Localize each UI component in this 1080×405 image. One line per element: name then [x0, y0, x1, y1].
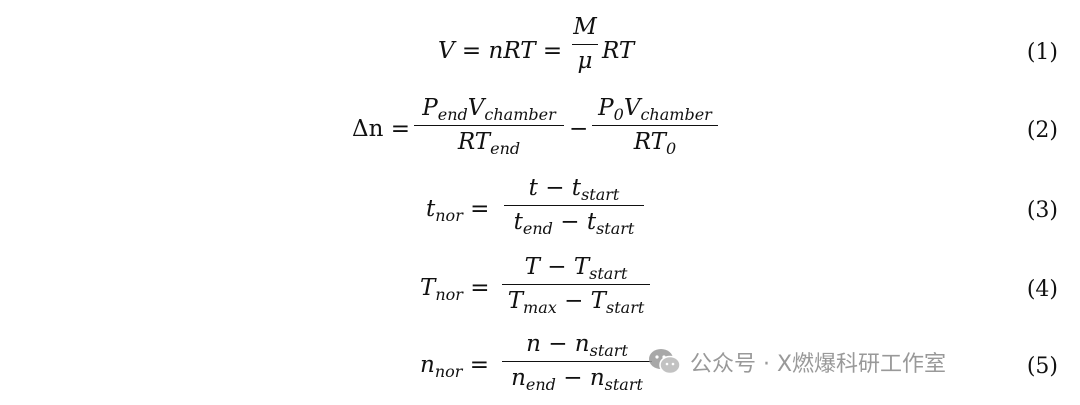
eq1-rhs: RT	[602, 38, 635, 64]
eq2-fraction-1: PendVchamber RTend	[414, 95, 564, 157]
eq3-lhs: tnor =	[426, 196, 490, 225]
eq1-fraction: M μ	[572, 14, 598, 74]
equation-number-3: (3)	[1026, 198, 1058, 223]
equation-number-1: (1)	[1026, 40, 1058, 65]
watermark-text: 公众号 · X燃爆科研工作室	[690, 352, 947, 377]
eq5-lhs: nnor =	[420, 352, 490, 381]
eq2-fraction-2: P0Vchamber RT0	[592, 95, 718, 157]
eq2-lhs: Δn =	[352, 116, 411, 142]
watermark: 公众号 · X燃爆科研工作室	[648, 346, 946, 378]
eq4-lhs: Tnor =	[420, 275, 490, 304]
wechat-icon	[649, 349, 681, 375]
equation-number-4: (4)	[1026, 277, 1058, 302]
equation-number-2: (2)	[1026, 118, 1058, 143]
eq3-fraction: t − tstart tend − tstart	[504, 175, 644, 237]
eq5-fraction: n − nstart nend − nstart	[502, 331, 652, 393]
equation-number-5: (5)	[1026, 354, 1058, 379]
eq4-fraction: T − Tstart Tmax − Tstart	[502, 254, 650, 316]
eq1-lhs: V = nRT =	[438, 38, 563, 64]
